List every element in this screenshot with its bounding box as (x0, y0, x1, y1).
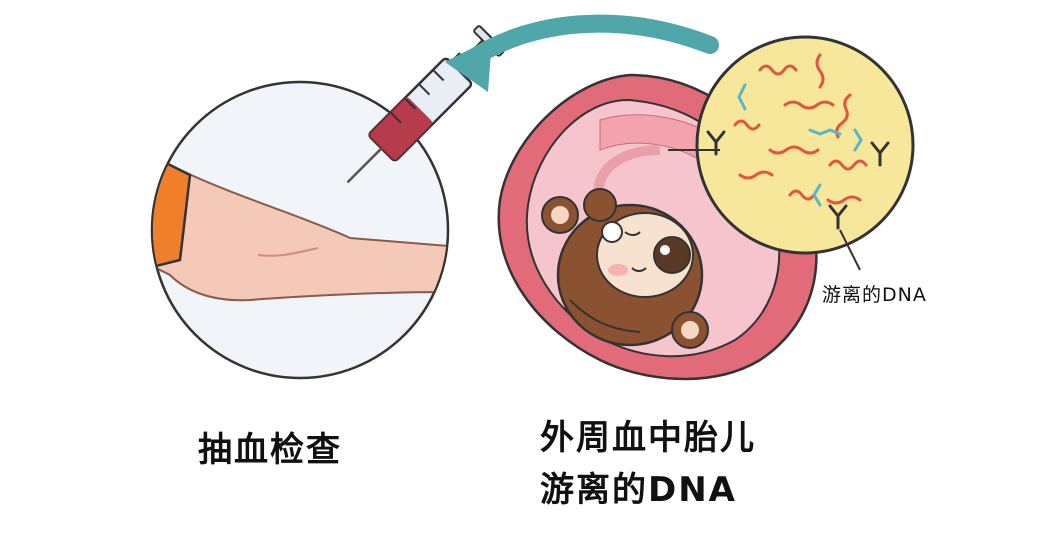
callout-label: 游离的DNA (822, 284, 927, 306)
magnifier-icon (668, 35, 915, 271)
fetus-bear-icon (541, 188, 709, 349)
main-caption-line2: 游离的DNA (540, 470, 737, 510)
y-chromosome-icon (706, 130, 890, 230)
dna-strands (733, 53, 868, 207)
main-caption-line1: 外周血中胎儿 (540, 418, 756, 458)
blood-draw-label: 抽血检查 (198, 430, 342, 470)
curved-arrow-icon (445, 14, 719, 92)
sleeve (153, 147, 192, 272)
blood-draw-circle (150, 25, 505, 380)
callout-pointer (839, 229, 861, 271)
arm-icon (153, 147, 447, 302)
